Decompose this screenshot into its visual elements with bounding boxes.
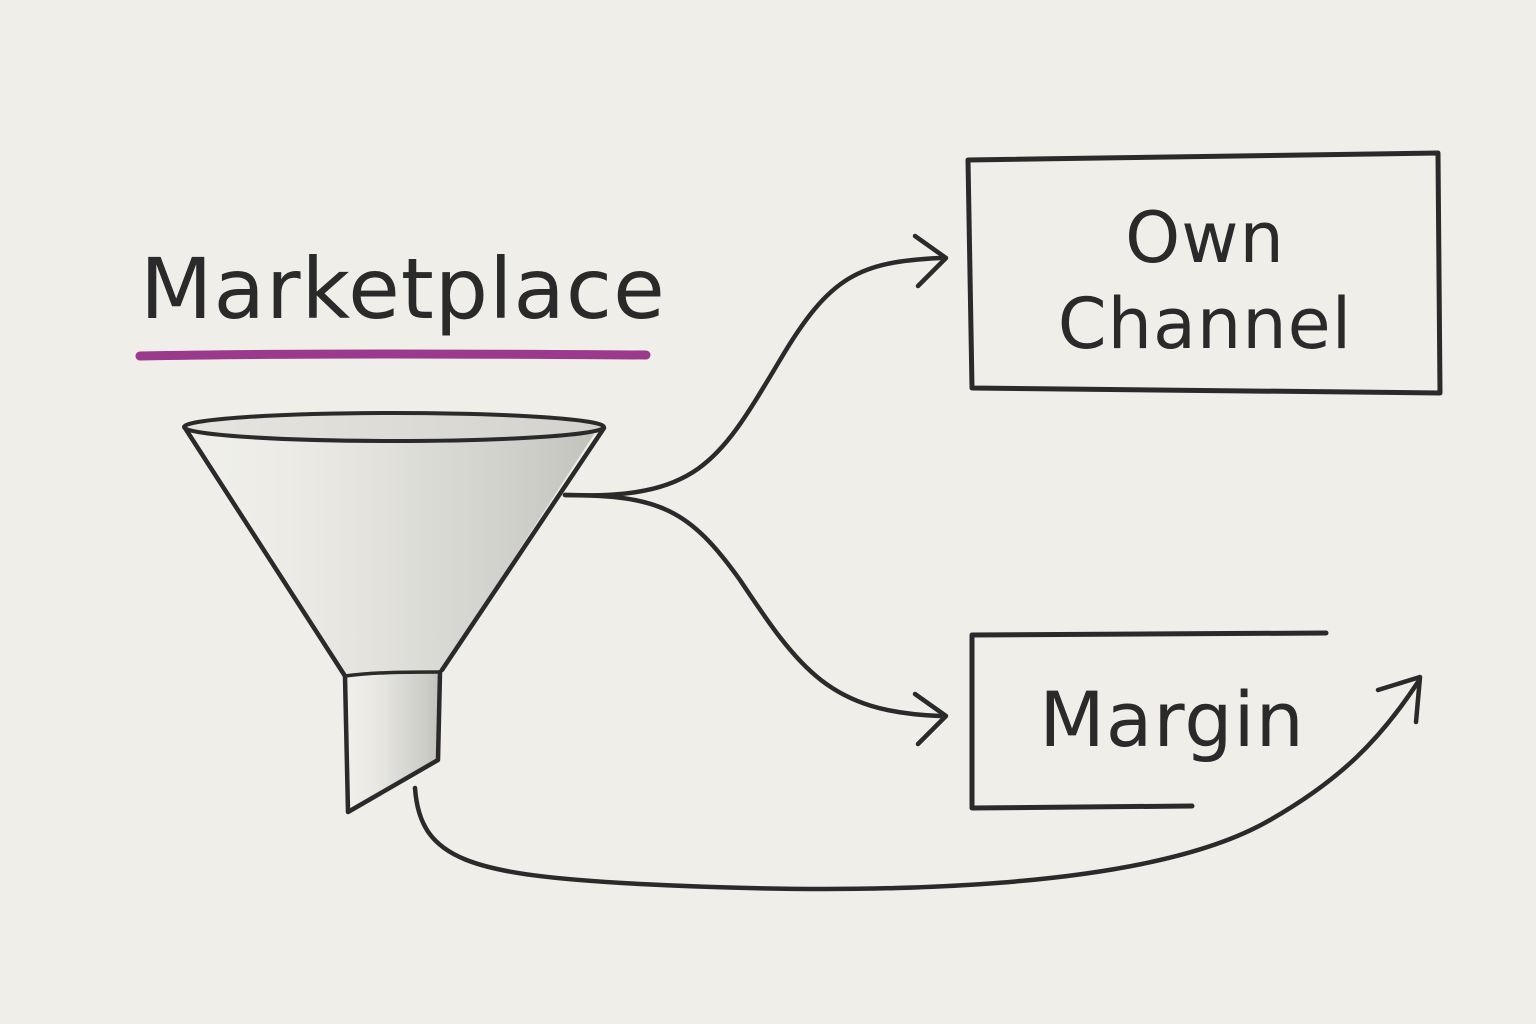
- margin-label: Margin: [1039, 675, 1305, 764]
- arrowhead-own-channel: [912, 233, 949, 289]
- own-channel-box: [965, 150, 1443, 396]
- own-channel-line2: Channel: [1057, 283, 1353, 365]
- funnel-icon: [182, 411, 607, 815]
- own-channel-label: Own Channel: [970, 195, 1440, 367]
- own-channel-line1: Own: [1125, 197, 1285, 279]
- arrow-bottom-curve: [412, 679, 1421, 892]
- arrow-to-own-channel: [562, 255, 943, 498]
- arrow-to-margin: [562, 492, 943, 719]
- arrowhead-bottom: [1375, 674, 1423, 725]
- marketplace-title: Marketplace: [140, 240, 666, 338]
- arrowhead-margin: [912, 691, 949, 747]
- margin-box: [969, 630, 1329, 811]
- title-underline: [135, 349, 651, 361]
